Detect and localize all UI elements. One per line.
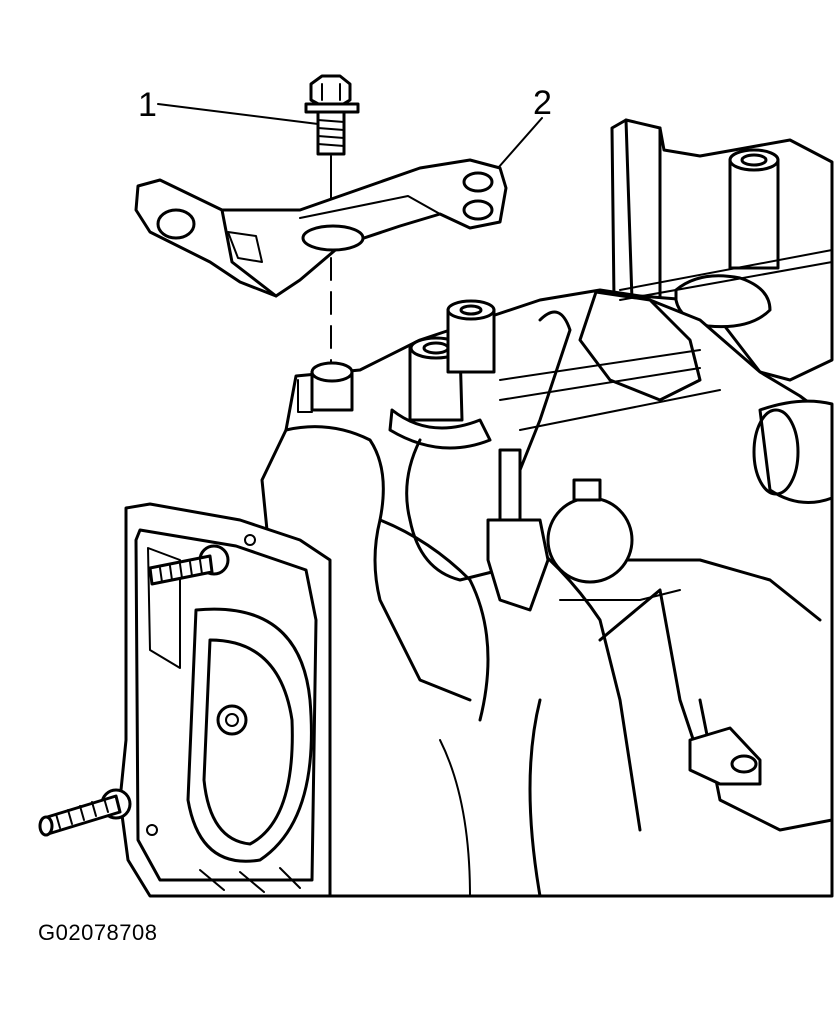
callout-2-leader — [497, 117, 543, 169]
bracket — [134, 158, 508, 298]
bolt — [304, 74, 360, 156]
callout-1-leader — [157, 103, 319, 125]
throttle-body-flange — [100, 502, 332, 898]
figure-id: G02078708 — [38, 920, 158, 945]
intake-manifold — [260, 118, 834, 898]
callout-1: 1 — [138, 86, 319, 125]
callout-1-label: 1 — [138, 86, 157, 124]
upper-stud — [148, 554, 214, 586]
lower-stud — [38, 794, 122, 837]
callout-2-label: 2 — [533, 84, 552, 122]
callout-2: 2 — [497, 84, 552, 169]
